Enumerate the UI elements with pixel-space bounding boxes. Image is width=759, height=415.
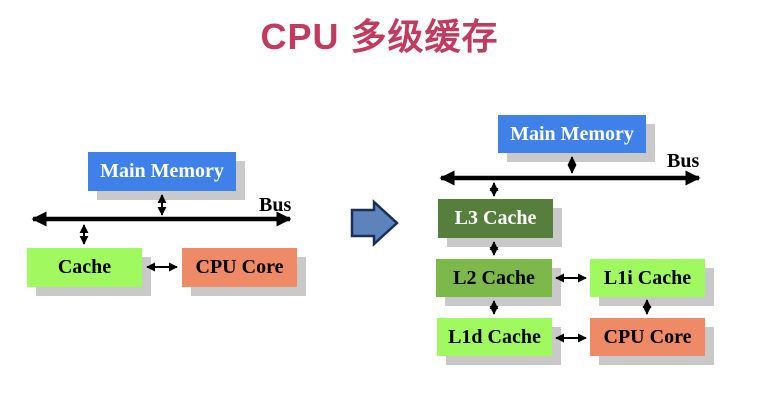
right-l3-cache-box: L3 Cache [438, 199, 553, 238]
right-l1i-cache-label: L1i Cache [603, 266, 692, 289]
left-bus-label: Bus [259, 194, 292, 216]
right-l1i-cache-box: L1i Cache [590, 259, 705, 297]
right-bus-label: Bus [667, 150, 700, 172]
right-cpu-core-label: CPU Core [603, 325, 692, 348]
right-cpu-core-box: CPU Core [590, 318, 705, 356]
right-l2-cache-box: L2 Cache [436, 259, 552, 297]
right-l3-cache-label: L3 Cache [454, 207, 537, 229]
left-main-memory-box: Main Memory [88, 152, 236, 191]
left-cpu-core-box: CPU Core [182, 248, 297, 287]
right-main-memory-label: Main Memory [510, 122, 634, 145]
right-l1d-cache-label: L1d Cache [448, 325, 541, 348]
transform-arrow-icon [350, 199, 399, 247]
left-cache-label: Cache [57, 256, 112, 278]
page-title: CPU 多级缓存 [260, 16, 499, 57]
right-l1d-cache-box: L1d Cache [437, 318, 552, 356]
left-cpu-core-label: CPU Core [195, 256, 284, 278]
right-main-memory-box: Main Memory [498, 115, 646, 153]
right-l2-cache-label: L2 Cache [453, 266, 535, 289]
left-cache-box: Cache [27, 248, 142, 287]
left-main-memory-label: Main Memory [100, 160, 224, 182]
